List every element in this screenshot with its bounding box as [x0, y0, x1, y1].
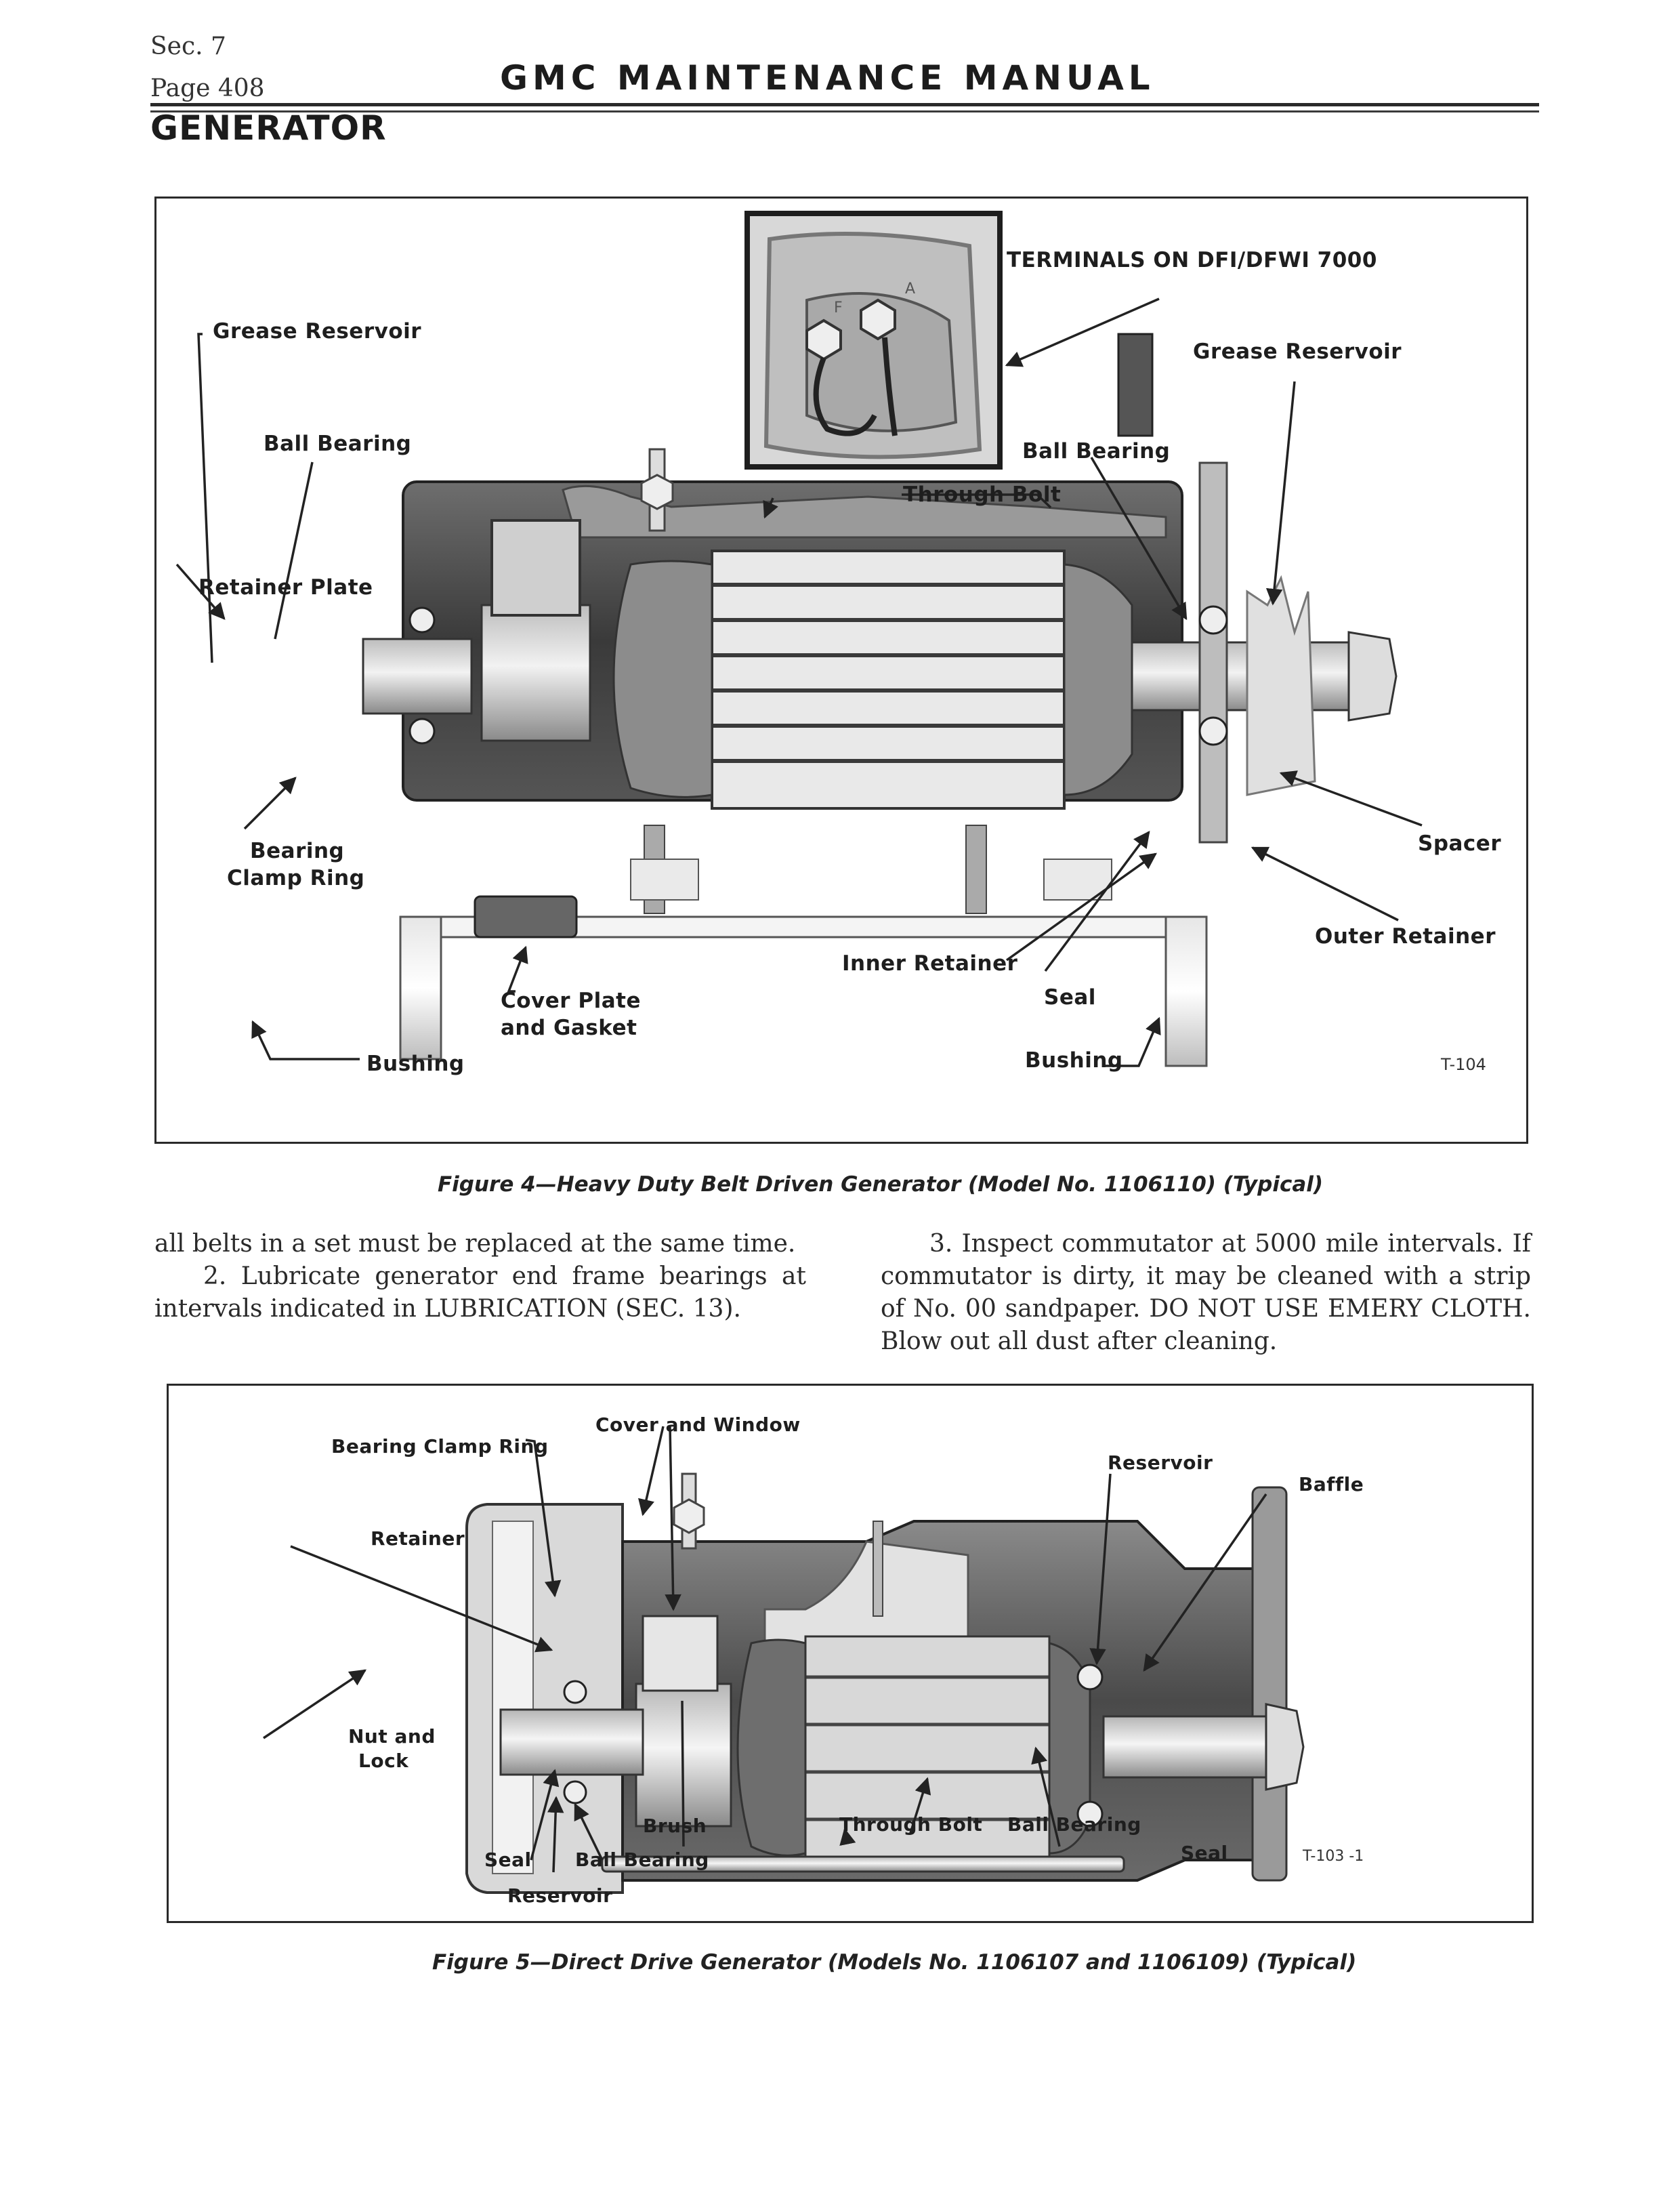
label-inner-retainer: Inner Retainer: [842, 951, 1018, 976]
label-retainer: Retainer: [371, 1527, 465, 1550]
figure-5-frame: Cover and Window Bearing Clamp Ring Rese…: [167, 1384, 1534, 1923]
header-rule: [150, 103, 1539, 106]
label-through-bolt: Through Bolt: [903, 482, 1062, 507]
terminal-nut-f: [805, 318, 842, 361]
label-ball-bearing-left: Ball Bearing: [575, 1849, 709, 1871]
body-text-right-column: 3. Inspect commutator at 5000 mile inter…: [881, 1228, 1531, 1358]
label-reservoir-top: Reservoir: [1108, 1451, 1213, 1474]
figure-5-illustration: [263, 1426, 1305, 1894]
label-seal-left: Seal: [484, 1849, 532, 1871]
label-spacer: Spacer: [1418, 831, 1502, 856]
manual-title: GMC MAINTENANCE MANUAL: [500, 58, 1155, 98]
paragraph: 2. Lubricate generator end frame bearing…: [154, 1262, 806, 1323]
label-seal-right: Seal: [1181, 1842, 1228, 1864]
figure-5-caption: Figure 5—Direct Drive Generator (Models …: [432, 1950, 1357, 1975]
label-brush: Brush: [643, 1815, 707, 1837]
label-cover-plate-2: and Gasket: [501, 1016, 637, 1040]
figure-4-leader-lines: [175, 297, 1423, 1067]
label-nut-and-lock-1: Nut and: [348, 1725, 436, 1748]
header-rule: [150, 110, 1539, 112]
label-bearing-clamp-ring-2: Clamp Ring: [227, 866, 365, 890]
label-bushing-right: Bushing: [1025, 1048, 1123, 1073]
terminal-inset: F A: [744, 211, 1003, 470]
label-grease-reservoir-left: Grease Reservoir: [213, 319, 422, 344]
label-bearing-clamp-ring-1: Bearing: [250, 839, 345, 863]
terminal-mark-f: F: [834, 300, 843, 316]
label-seal: Seal: [1044, 985, 1096, 1010]
label-cover-plate-1: Cover Plate: [501, 989, 641, 1013]
label-retainer-plate: Retainer Plate: [198, 575, 373, 600]
figure-code: T-103 -1: [1303, 1848, 1364, 1865]
label-cover-and-window: Cover and Window: [595, 1413, 801, 1436]
paragraph: 3. Inspect commutator at 5000 mile inter…: [881, 1230, 1531, 1355]
page-number: Page 408: [150, 75, 265, 102]
figure-4-caption: Figure 4—Heavy Duty Belt Driven Generato…: [438, 1172, 1324, 1197]
label-grease-reservoir-right: Grease Reservoir: [1193, 339, 1402, 364]
label-bushing-left: Bushing: [366, 1052, 465, 1076]
armature-bars: [805, 1675, 1049, 1821]
label-baffle: Baffle: [1299, 1473, 1364, 1495]
terminal-mark-a: A: [905, 281, 915, 297]
label-through-bolt: Through Bolt: [839, 1813, 983, 1836]
label-nut-and-lock-2: Lock: [358, 1750, 409, 1772]
body-text-left-column: all belts in a set must be replaced at t…: [154, 1228, 806, 1325]
label-outer-retainer: Outer Retainer: [1315, 924, 1496, 949]
figure-code: T-104: [1441, 1055, 1486, 1074]
paragraph: all belts in a set must be replaced at t…: [154, 1230, 796, 1258]
terminal-nut-a: [860, 298, 896, 341]
generator-body: [362, 333, 1398, 1067]
label-ball-bearing-right: Ball Bearing: [1022, 439, 1171, 463]
section-title: GENERATOR: [150, 108, 387, 148]
figure-5-leader-lines: [263, 1426, 1267, 1873]
label-ball-bearing-left: Ball Bearing: [264, 432, 412, 456]
figure-4-illustration: F A: [175, 211, 1423, 1067]
armature-bars: [712, 583, 1064, 763]
figure-4-frame: F A: [154, 197, 1528, 1144]
section-number: Sec. 7: [150, 33, 226, 60]
direct-drive-generator: [465, 1472, 1305, 1894]
label-reservoir-bottom: Reservoir: [507, 1884, 613, 1907]
label-ball-bearing-right: Ball Bearing: [1007, 1813, 1141, 1836]
label-bearing-clamp-ring: Bearing Clamp Ring: [331, 1435, 549, 1458]
label-terminals-inset: TERMINALS ON DFI/DFWI 7000: [1007, 248, 1377, 272]
